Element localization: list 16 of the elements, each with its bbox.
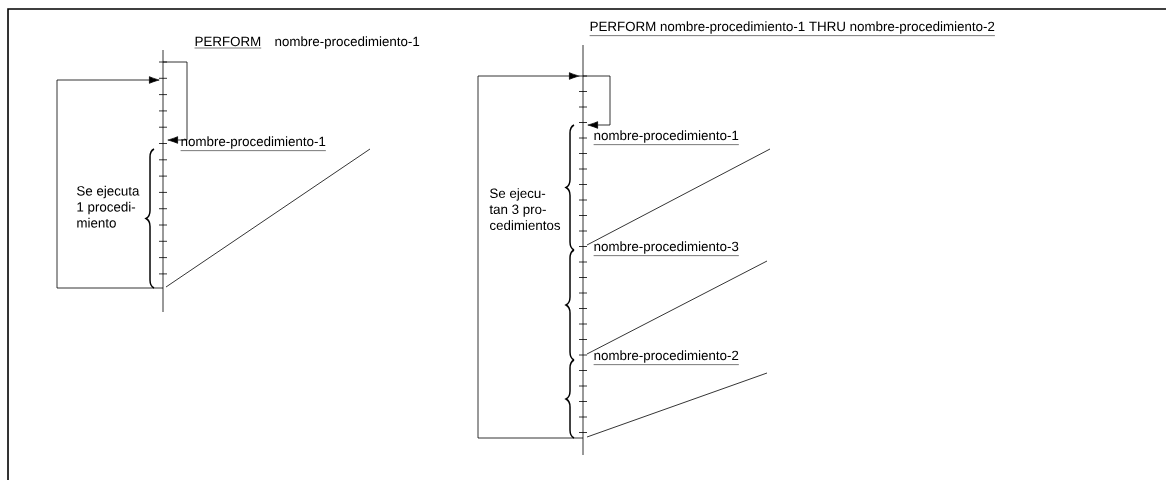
- perform-statement: PERFORM nombre-procedimiento-1 THRU nombre-procedimiento-2: [589, 21, 996, 36]
- connector-line: [586, 260, 768, 355]
- connector-arrow: [162, 61, 188, 144]
- procedure-name: nombre-procedimiento-1: [593, 130, 740, 145]
- brace-label: Se ejecuta 1 procedi- miento: [77, 185, 140, 228]
- connector-line: [586, 148, 771, 246]
- connector-arrow: [477, 72, 584, 439]
- procedure-name: nombre-procedimiento-3: [593, 241, 740, 256]
- brace-label: Se ejecu- tan 3 pro- cedimientos: [489, 188, 561, 231]
- procedure-name: nombre-procedimiento-2: [593, 350, 740, 365]
- perform-statement: PERFORM nombre-procedimiento-1: [194, 36, 420, 49]
- connector-arrow: [56, 76, 164, 289]
- connector-arrow: [582, 75, 611, 129]
- procedure-name: nombre-procedimiento-1: [180, 136, 327, 151]
- connector-line: [586, 372, 768, 438]
- connector-line: [165, 148, 371, 288]
